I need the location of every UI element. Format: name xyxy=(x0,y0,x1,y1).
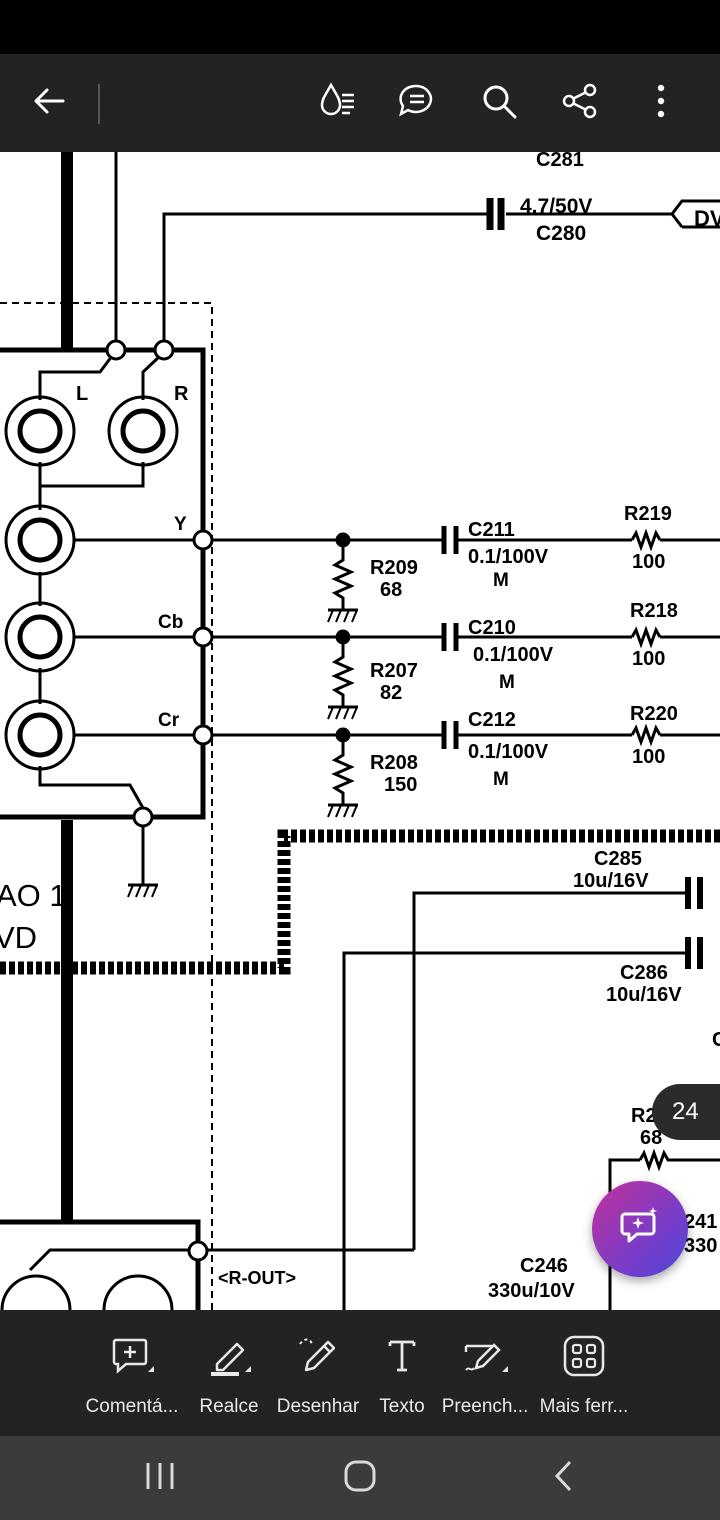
label-c211-value: 0.1/100V xyxy=(468,546,549,568)
system-nav-bar xyxy=(0,1436,720,1520)
text-tool-label: Texto xyxy=(379,1396,425,1417)
highlight-tool-label: Realce xyxy=(199,1396,259,1417)
label-c210-value: 0.1/100V xyxy=(473,644,554,666)
ai-chat-sparkle-icon xyxy=(617,1204,663,1255)
label-r207: R207 xyxy=(370,660,418,682)
comment-tool-button[interactable]: Comentá... xyxy=(77,1334,187,1418)
label-c286-value: 10u/16V xyxy=(606,984,682,1006)
label-241: 241 xyxy=(684,1211,717,1233)
recents-button[interactable] xyxy=(130,1458,190,1498)
ai-assistant-button[interactable] xyxy=(592,1181,688,1277)
bottom-toolbar: Comentá... Realce Desenhar Texto Preench… xyxy=(0,1310,720,1436)
label-c281: C281 xyxy=(536,152,584,171)
label-r218: R218 xyxy=(630,600,678,622)
more-options-button[interactable] xyxy=(641,83,681,123)
home-icon xyxy=(343,1459,377,1498)
label-r2-value: 68 xyxy=(640,1127,662,1149)
highlighter-icon xyxy=(205,1332,253,1385)
label-vd: VD xyxy=(0,920,37,955)
back-button[interactable] xyxy=(29,83,69,123)
label-r208-value: 150 xyxy=(384,774,417,796)
nav-back-button[interactable] xyxy=(533,1458,593,1498)
label-ao1: AO 1 xyxy=(0,878,67,913)
label-cr: Cr xyxy=(158,710,180,731)
label-y: Y xyxy=(174,514,187,535)
share-button[interactable] xyxy=(560,83,600,123)
label-330: 330 xyxy=(684,1235,717,1257)
comments-list-button[interactable] xyxy=(397,83,437,123)
document-page[interactable]: C281 4.7/50V C280 DV L R Y Cb Cr C211 0.… xyxy=(0,152,720,1310)
fill-sign-tool-label: Preench... xyxy=(441,1396,529,1417)
top-app-bar xyxy=(0,54,720,152)
label-c285-value: 10u/16V xyxy=(573,870,649,892)
label-c210-m: M xyxy=(499,672,515,693)
search-icon xyxy=(480,82,518,125)
label-l: L xyxy=(76,383,88,405)
label-r-out: <R-OUT> xyxy=(218,1268,296,1288)
label-r220-value: 100 xyxy=(632,746,665,768)
label-c286: C286 xyxy=(620,962,668,984)
label-c246: C246 xyxy=(520,1255,568,1277)
label-c211-m: M xyxy=(493,570,509,591)
draw-tool-button[interactable]: Desenhar xyxy=(263,1334,373,1418)
page-number-badge[interactable]: 24 xyxy=(652,1084,720,1140)
page-number: 24 xyxy=(672,1098,699,1125)
more-vert-icon xyxy=(656,83,666,124)
comment-tool-label: Comentá... xyxy=(85,1396,179,1417)
label-c280: C280 xyxy=(536,222,586,245)
divider xyxy=(98,84,100,124)
text-tool-button[interactable]: Texto xyxy=(347,1334,457,1418)
label-r209: R209 xyxy=(370,557,418,579)
home-button[interactable] xyxy=(330,1458,390,1498)
label-r220: R220 xyxy=(630,703,678,725)
add-comment-icon xyxy=(108,1332,156,1385)
highlight-tool-button[interactable]: Realce xyxy=(174,1334,284,1418)
label-c212-m: M xyxy=(493,769,509,790)
label-r219-value: 100 xyxy=(632,551,665,573)
more-tools-label: Mais ferr... xyxy=(539,1396,629,1417)
label-r207-value: 82 xyxy=(380,682,402,704)
fill-sign-icon xyxy=(460,1332,510,1385)
label-r218-value: 100 xyxy=(632,648,665,670)
draw-tool-label: Desenhar xyxy=(276,1396,360,1417)
schematic-diagram: C281 4.7/50V C280 DV L R Y Cb Cr C211 0.… xyxy=(0,152,720,1310)
label-cb: Cb xyxy=(158,612,183,633)
text-icon xyxy=(378,1332,426,1385)
read-mode-icon xyxy=(318,81,358,126)
label-c246-value: 330u/10V xyxy=(488,1280,575,1302)
label-r2-partial: R2 xyxy=(631,1105,657,1127)
label-r: R xyxy=(174,383,189,405)
more-tools-button[interactable]: Mais ferr... xyxy=(529,1334,639,1418)
label-r219: R219 xyxy=(624,503,672,525)
label-c285: C285 xyxy=(594,848,642,870)
status-bar xyxy=(0,0,720,54)
label-c212-value: 0.1/100V xyxy=(468,741,549,763)
fill-sign-tool-button[interactable]: Preench... xyxy=(430,1334,540,1418)
label-c280-value: 4.7/50V xyxy=(520,195,592,218)
recents-icon xyxy=(144,1461,176,1496)
share-icon xyxy=(561,82,599,125)
arrow-left-icon xyxy=(31,83,67,124)
label-dv: DV xyxy=(694,206,720,231)
label-c212: C212 xyxy=(468,709,516,731)
back-icon xyxy=(552,1459,574,1498)
label-c-partial: C xyxy=(712,1029,720,1051)
pencil-icon xyxy=(294,1332,342,1385)
label-c210: C210 xyxy=(468,617,516,639)
read-mode-button[interactable] xyxy=(318,81,358,126)
label-c211: C211 xyxy=(468,519,515,541)
more-tools-grid-icon xyxy=(561,1333,607,1384)
comments-list-icon xyxy=(397,81,437,126)
label-r208: R208 xyxy=(370,752,418,774)
search-button[interactable] xyxy=(479,83,519,123)
label-r209-value: 68 xyxy=(380,579,402,601)
